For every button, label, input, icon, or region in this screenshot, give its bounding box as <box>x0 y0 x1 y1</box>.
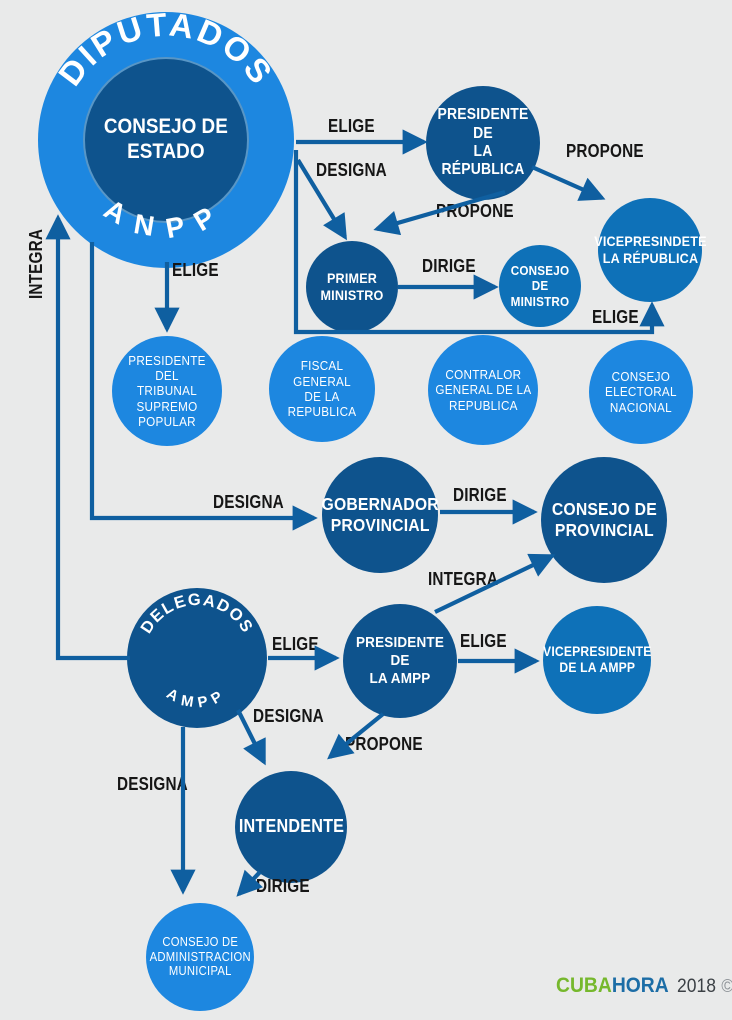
node-consejo-admin-municipal: CONSEJO DE ADMINISTRACION MUNICIPAL <box>146 903 254 1011</box>
brand-hora: HORA <box>611 974 668 997</box>
edge-label-elige-vicepresidente: ELIGE <box>592 307 639 327</box>
edge-label-propone-intendente: PROPONE <box>345 734 423 754</box>
edge-label-integra-anpp: INTEGRA <box>26 228 46 299</box>
edge-integra-anpp <box>45 214 130 661</box>
node-presidente-republica: PRESIDENTE DE LA RÉPUBLICA <box>426 86 540 200</box>
edge-label-designa-consejo-municipal: DESIGNA <box>117 774 188 794</box>
edge-label-integra-consejo-provincial: INTEGRA <box>428 569 499 589</box>
edge-label-elige-vicepresidente-ampp: ELIGE <box>460 631 507 651</box>
node-consejo-provincial: CONSEJO DE PROVINCIAL <box>541 457 667 583</box>
edge-label-propone-primer-ministro: PROPONE <box>436 201 514 221</box>
node-presidente-ampp: PRESIDENTE DE LA AMPP <box>343 604 457 718</box>
edge-label-designa-primer-ministro: DESIGNA <box>316 160 387 180</box>
node-consejo-de-estado: CONSEJO DE ESTADO <box>83 57 249 223</box>
edge-label-dirige-consejo-ministro: DIRIGE <box>422 256 476 276</box>
brand-year: 2018 <box>677 976 716 997</box>
node-intendente: INTENDENTE <box>235 771 347 883</box>
node-contralor-general: CONTRALOR GENERAL DE LA REPUBLICA <box>428 335 538 445</box>
edge-label-elige-presidente-ampp: ELIGE <box>272 634 319 654</box>
node-gobernador: GOBERNADOR PROVINCIAL <box>321 457 438 573</box>
edge-label-dirige-consejo-municipal: DIRIGE <box>256 876 310 896</box>
edge-label-designa-intendente: DESIGNA <box>253 706 324 726</box>
edge-label-dirige-consejo-provincial: DIRIGE <box>453 485 507 505</box>
edge-label-designa-gobernador: DESIGNA <box>213 492 284 512</box>
edge-label-elige-tribunal: ELIGE <box>172 260 219 280</box>
node-fiscal-general: FISCAL GENERAL DE LA REPUBLICA <box>269 336 375 442</box>
node-delegados-ampp <box>127 588 267 728</box>
node-consejo-electoral: CONSEJO ELECTORAL NACIONAL <box>589 340 693 444</box>
node-vicepresidente-republica: VICEPRESINDETE LA RÉPUBLICA <box>594 198 706 302</box>
node-primer-ministro: PRIMER MINISTRO <box>306 241 398 333</box>
edge-label-elige-presidente: ELIGE <box>328 116 375 136</box>
edge-propone-vicepresidente <box>531 165 606 201</box>
node-vicepresidente-ampp: VICEPRESIDENTE DE LA AMPP <box>543 606 651 714</box>
cubahora-logo: CUBAHORA 2018 © <box>556 974 732 998</box>
edge-label-propone-vicepresidente: PROPONE <box>566 141 644 161</box>
copyright-icon: © <box>721 976 732 996</box>
node-consejo-de-estado-label: CONSEJO DE ESTADO <box>104 115 228 163</box>
brand-cuba: CUBA <box>556 974 612 997</box>
node-consejo-ministro: CONSEJO DE MINISTRO <box>499 245 581 327</box>
node-tribunal-supremo: PRESIDENTE DEL TRIBUNAL SUPREMO POPULAR <box>112 336 222 446</box>
